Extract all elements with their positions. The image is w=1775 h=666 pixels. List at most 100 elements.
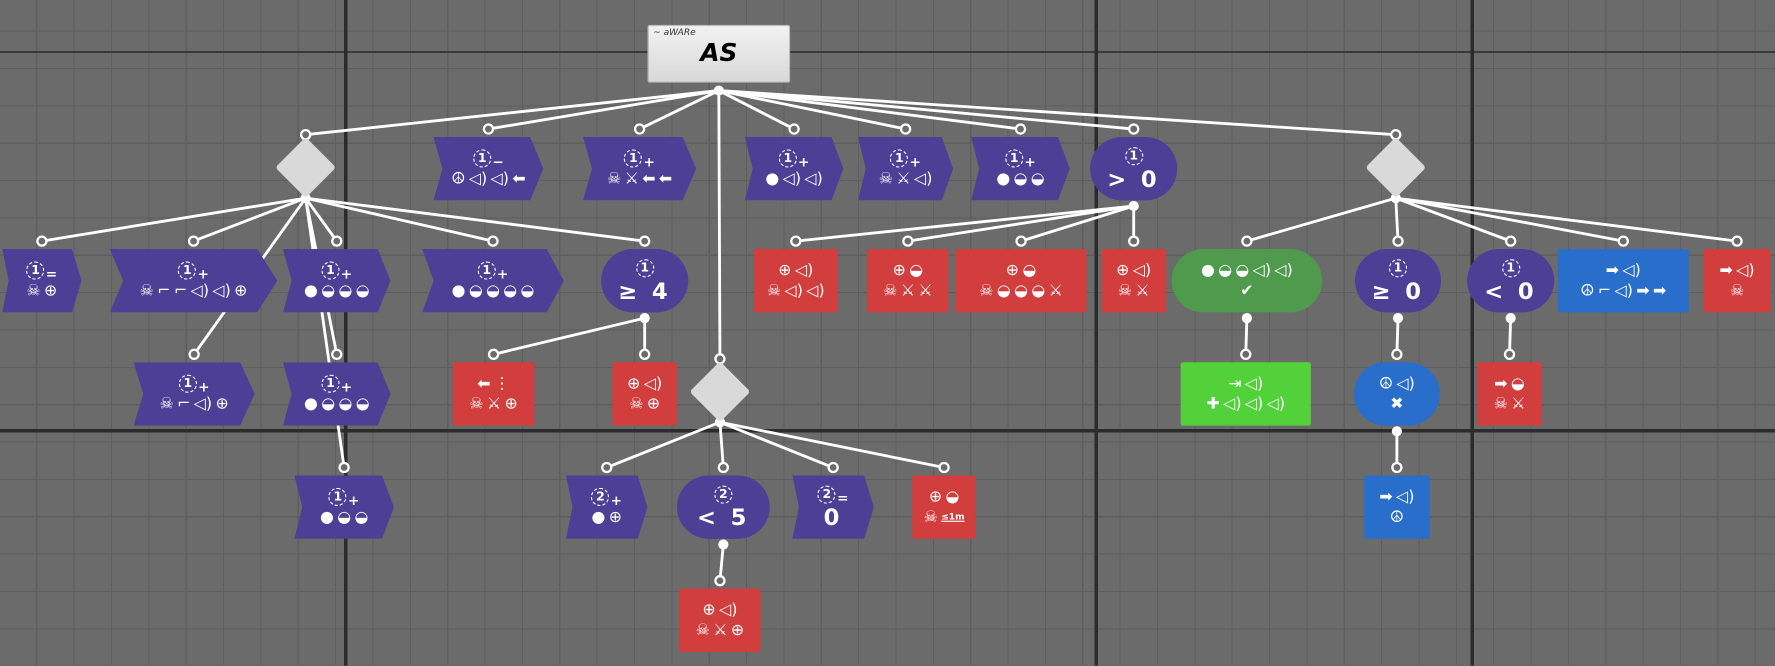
- rect-node-r5[interactable]: ⊕◒☠◒◒◒⚔: [955, 249, 1087, 313]
- rect-node-c5[interactable]: ⊕◁)☠⚔⊕: [679, 588, 761, 653]
- chevron-node-c1[interactable]: 2+●⊕: [566, 475, 648, 539]
- input-port[interactable]: [482, 123, 495, 135]
- input-port[interactable]: [1128, 123, 1140, 135]
- input-port[interactable]: [639, 348, 651, 360]
- input-port[interactable]: [1392, 235, 1404, 247]
- input-port[interactable]: [331, 235, 343, 247]
- input-port[interactable]: [788, 123, 800, 135]
- edge-selB-b1: [1395, 196, 1624, 243]
- input-port[interactable]: [633, 123, 646, 135]
- input-port[interactable]: [899, 123, 912, 135]
- rect-node-b3[interactable]: ➡◁)☮: [1364, 475, 1430, 539]
- input-port[interactable]: [938, 461, 950, 474]
- input-port[interactable]: [188, 348, 200, 360]
- chevron-node-a1[interactable]: 1=☠⊕: [2, 249, 82, 313]
- rect-node-c4[interactable]: ⊕◒☠≤1m: [912, 475, 976, 539]
- counter-operator: +: [340, 379, 353, 396]
- icon-row: ●◒◒: [996, 170, 1044, 188]
- rect-node-g2[interactable]: ⇥◁)✚◁)◁)◁): [1180, 362, 1311, 426]
- input-port[interactable]: [902, 235, 914, 247]
- oval-node-o3[interactable]: 1< 0: [1467, 249, 1555, 313]
- input-port[interactable]: [1504, 235, 1517, 247]
- chevron-node-a4[interactable]: 1+●◒◒◒◒: [422, 249, 564, 313]
- output-port[interactable]: [1128, 200, 1139, 212]
- counter-operator: +: [909, 153, 921, 170]
- oval-node-a5[interactable]: 1≥ 4: [601, 249, 689, 313]
- gun-icon: ⌐: [177, 395, 191, 414]
- input-port[interactable]: [1391, 461, 1403, 474]
- selector-node-selA[interactable]: [275, 137, 337, 198]
- input-port[interactable]: [1241, 235, 1253, 247]
- shield-icon: ◒: [996, 281, 1011, 300]
- sword-icon: ⚔: [1135, 281, 1150, 300]
- rect-node-r8[interactable]: ➡◒☠⚔: [1477, 362, 1542, 426]
- chevron-node-c3[interactable]: 2=0: [792, 475, 874, 539]
- chevron-node-p3[interactable]: 1+●◁)◁): [744, 136, 844, 201]
- input-port[interactable]: [790, 235, 802, 247]
- chevron-node-a6[interactable]: 1+☠⌐◁)⊕: [133, 362, 255, 426]
- input-port[interactable]: [36, 235, 48, 247]
- input-port[interactable]: [338, 461, 350, 474]
- oval-node-b2[interactable]: ☮◁)✖: [1353, 362, 1440, 426]
- chevron-node-p1[interactable]: 1−☮◁)◁)⬅: [433, 136, 544, 201]
- input-port[interactable]: [717, 461, 730, 474]
- input-port[interactable]: [827, 461, 839, 474]
- target-icon: ⊕: [504, 395, 518, 414]
- output-port[interactable]: [1241, 312, 1252, 324]
- oval-node-o1[interactable]: 1> 0: [1090, 136, 1178, 201]
- edge-selA-a3: [304, 197, 338, 242]
- shield-icon: ◒: [321, 395, 336, 414]
- rect-node-r4[interactable]: ⊕◒☠⚔⚔: [867, 249, 949, 313]
- oval-node-o2[interactable]: 1≥ 0: [1355, 249, 1442, 313]
- chevron-node-a7[interactable]: 1+●◒◒◒: [283, 362, 391, 426]
- rect-node-b1[interactable]: ➡◁)☮⌐◁)➡➡: [1557, 249, 1689, 313]
- rect-node-r1[interactable]: ⬅⋮☠⚔⊕: [452, 362, 535, 426]
- input-port[interactable]: [187, 235, 200, 247]
- output-port[interactable]: [1505, 312, 1516, 324]
- input-port[interactable]: [601, 461, 613, 474]
- output-port[interactable]: [718, 539, 729, 550]
- chevron-node-a8[interactable]: 1+●◒◒: [294, 475, 394, 539]
- input-port[interactable]: [1391, 348, 1403, 360]
- counter-badge: 2=: [817, 485, 848, 505]
- counter-badge: 1=: [26, 261, 57, 281]
- output-port[interactable]: [1391, 426, 1402, 437]
- rect-node-r7[interactable]: ➡◁)☠: [1703, 249, 1771, 313]
- rect-node-r6[interactable]: ⊕◁)☠⚔: [1101, 249, 1166, 313]
- pin-icon: ●: [304, 395, 318, 414]
- input-port[interactable]: [1015, 235, 1027, 247]
- rect-node-r2[interactable]: ⊕◁)☠⊕: [612, 362, 677, 426]
- input-port[interactable]: [714, 575, 726, 587]
- output-port[interactable]: [1392, 312, 1404, 324]
- oval-node-c2[interactable]: 2< 5: [676, 475, 770, 539]
- selector-node-selC[interactable]: [689, 361, 751, 423]
- dots-icon: ⋮: [493, 374, 510, 393]
- input-port[interactable]: [639, 235, 651, 247]
- input-port[interactable]: [1014, 123, 1027, 135]
- edge-root-p5: [718, 89, 1021, 131]
- oval-node-g1[interactable]: ●◒◒◁)◁)✔: [1171, 249, 1323, 313]
- chevron-node-p5[interactable]: 1+●◒◒: [971, 136, 1070, 201]
- input-port[interactable]: [1128, 235, 1140, 247]
- input-port[interactable]: [1617, 235, 1629, 247]
- chevron-node-p2[interactable]: 1+☠⚔⬅⬅: [582, 136, 697, 201]
- output-port[interactable]: [639, 312, 650, 324]
- input-port[interactable]: [487, 235, 499, 247]
- input-port[interactable]: [487, 348, 500, 360]
- target-icon: ⊕: [608, 508, 622, 527]
- output-port[interactable]: [713, 85, 724, 96]
- input-port[interactable]: [1503, 348, 1516, 360]
- input-port[interactable]: [331, 348, 343, 360]
- input-port[interactable]: [1240, 348, 1252, 360]
- selector-node-selB[interactable]: [1365, 137, 1427, 198]
- chevron-node-a2[interactable]: 1+☠⌐⌐◁)◁)⊕: [109, 249, 278, 313]
- condition-value: 0: [823, 503, 843, 531]
- rect-node-r3[interactable]: ⊕◁)☠◁)◁): [753, 249, 838, 313]
- icon-row: ☠⚔⚔: [883, 282, 932, 300]
- input-port[interactable]: [1731, 235, 1743, 247]
- chevron-node-a3[interactable]: 1+●◒◒◒: [283, 249, 391, 313]
- chevron-node-p4[interactable]: 1+☠⚔◁): [858, 136, 954, 201]
- icon-row: ✖: [1390, 395, 1403, 413]
